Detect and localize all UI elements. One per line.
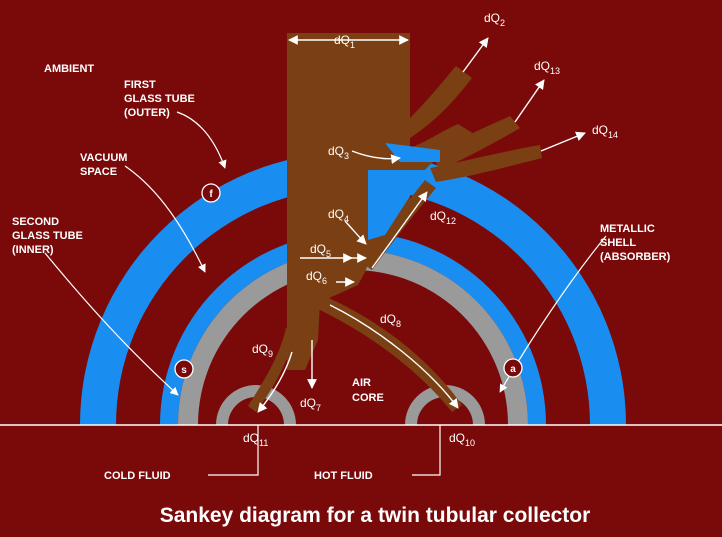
flow-dq12-branch xyxy=(360,180,436,270)
label-dq14: dQ14 xyxy=(592,123,618,140)
label-air-core-2: CORE xyxy=(352,392,384,404)
label-cold-fluid: COLD FLUID xyxy=(104,470,171,482)
label-second-glass-1: SECOND xyxy=(12,216,59,228)
badge-f: f xyxy=(201,183,221,203)
label-hot-fluid: HOT FLUID xyxy=(314,470,373,482)
label-ambient: AMBIENT xyxy=(44,63,94,75)
svg-text:a: a xyxy=(510,364,516,375)
badge-a: a xyxy=(503,358,523,378)
flow-dq13-branch xyxy=(432,116,520,170)
first-glass-tube-ring xyxy=(80,152,626,425)
flow-arrows xyxy=(257,35,586,413)
label-dq5: dQ5 xyxy=(310,242,331,259)
label-dq9: dQ9 xyxy=(252,342,273,359)
label-second-glass-2: GLASS TUBE xyxy=(12,230,83,242)
flow-dq2-branch xyxy=(410,66,472,138)
svg-text:f: f xyxy=(209,189,213,200)
label-vacuum-2: SPACE xyxy=(80,166,117,178)
label-first-glass-2: GLASS TUBE xyxy=(124,93,195,105)
flow-dq9-branch xyxy=(248,328,296,412)
label-air-core-1: AIR xyxy=(352,377,371,389)
hot-fluid-tube xyxy=(405,385,485,425)
label-dq11: dQ11 xyxy=(243,431,268,448)
badge-s: s xyxy=(174,359,194,379)
leader-lines xyxy=(44,111,607,476)
label-dq1: dQ1 xyxy=(334,33,355,50)
label-dq10: dQ10 xyxy=(449,431,475,448)
cold-fluid-tube xyxy=(216,385,296,425)
label-first-glass-3: (OUTER) xyxy=(124,107,170,119)
label-dq13: dQ13 xyxy=(534,59,560,76)
label-dq3: dQ3 xyxy=(328,144,349,161)
label-dq2: dQ2 xyxy=(484,11,505,28)
flow-dq8-branch xyxy=(316,294,462,412)
label-dq4: dQ4 xyxy=(328,207,349,224)
svg-text:s: s xyxy=(181,365,187,376)
flow-dq14-branch xyxy=(430,145,542,182)
label-vacuum-1: VACUUM xyxy=(80,152,127,164)
label-dq12: dQ12 xyxy=(430,209,456,226)
label-first-glass-1: FIRST xyxy=(124,79,156,91)
label-dq6: dQ6 xyxy=(306,269,327,286)
label-metallic-3: (ABSORBER) xyxy=(600,251,671,263)
label-metallic-1: METALLIC xyxy=(600,223,655,235)
dq4-loop xyxy=(368,170,430,240)
label-second-glass-3: (INNER) xyxy=(12,244,54,256)
diagram-caption: Sankey diagram for a twin tubular collec… xyxy=(160,504,591,527)
label-dq7: dQ7 xyxy=(300,396,321,413)
label-metallic-2: SHELL xyxy=(600,237,636,249)
metallic-shell-ring xyxy=(178,250,528,425)
label-dq8: dQ8 xyxy=(380,312,401,329)
